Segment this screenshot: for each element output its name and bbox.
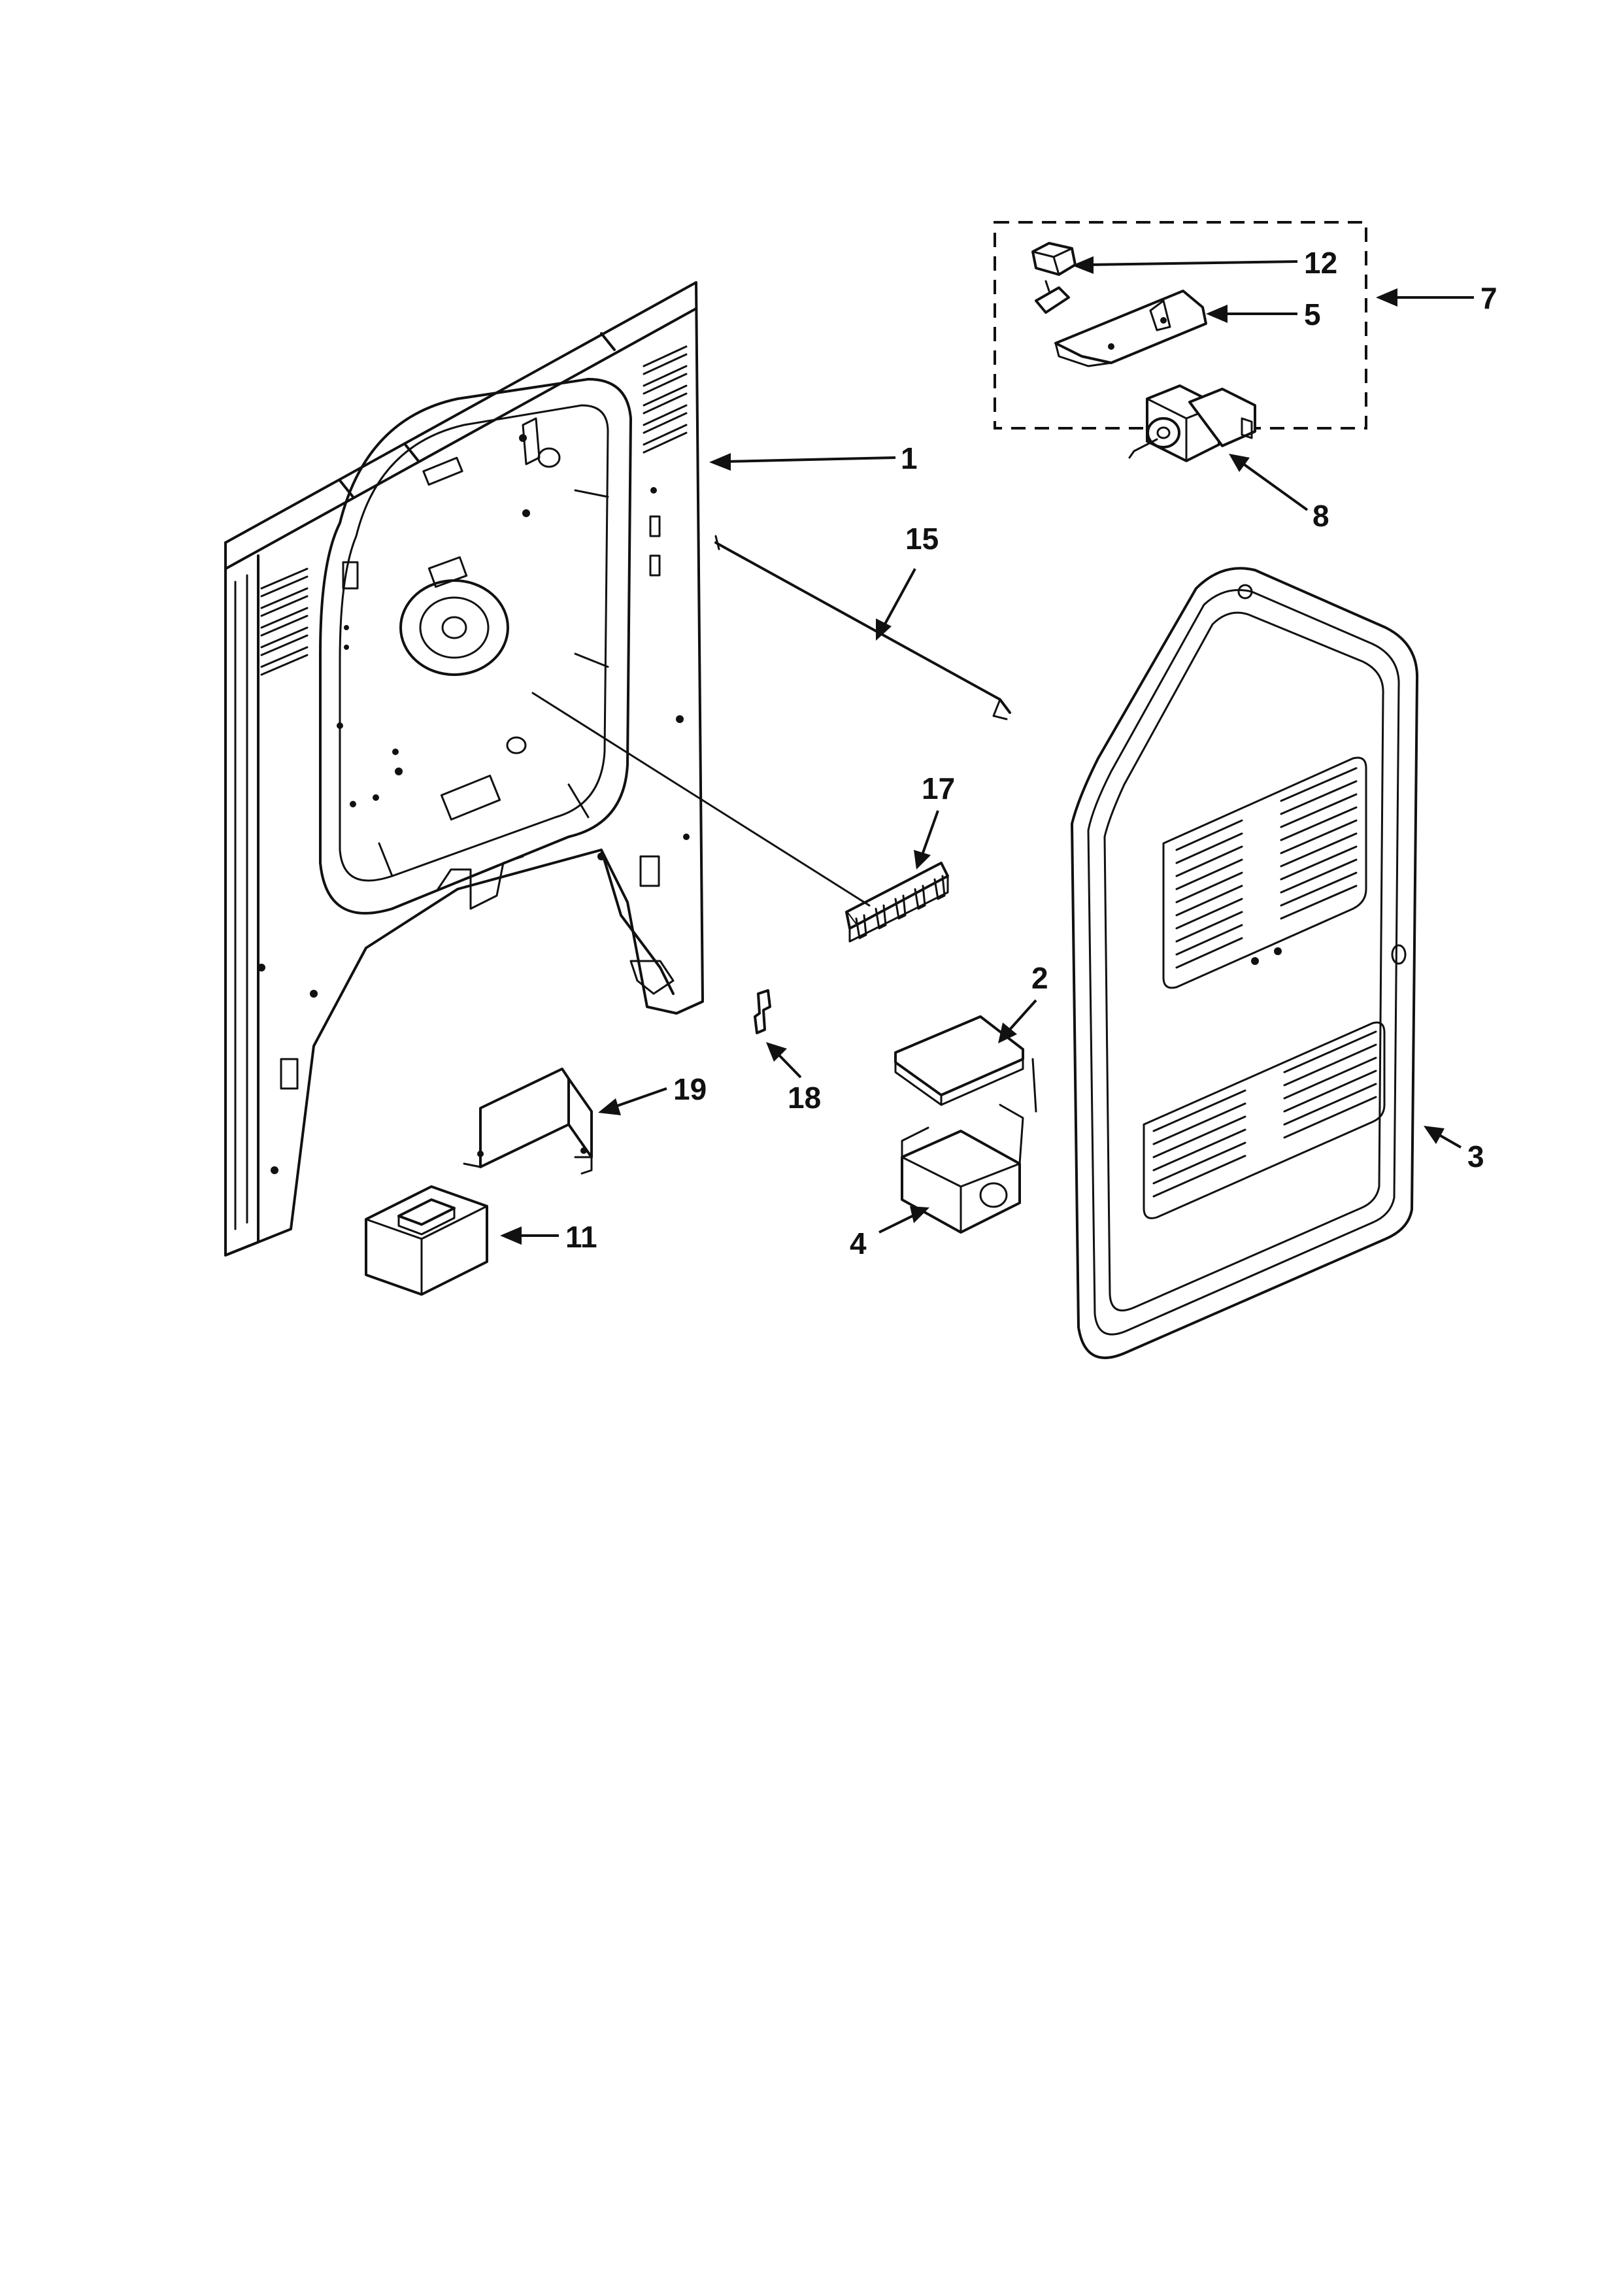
assembly-7-group — [994, 221, 1367, 462]
callout-2: 2 — [1031, 961, 1048, 995]
callout-labels: 1 15 17 12 5 7 8 2 18 19 11 4 3 — [565, 246, 1497, 1260]
callout-19: 19 — [673, 1072, 707, 1106]
part-19-bracket — [463, 1068, 593, 1175]
part-1-back-panel — [224, 281, 704, 1257]
callout-11: 11 — [565, 1220, 597, 1254]
callout-1: 1 — [901, 441, 918, 475]
callout-15: 15 — [905, 522, 939, 556]
part-3-cover-panel — [1071, 567, 1419, 1359]
part-17-terminal-block — [531, 692, 949, 943]
callout-4: 4 — [850, 1226, 867, 1260]
callout-5: 5 — [1304, 297, 1321, 331]
callout-7: 7 — [1480, 281, 1497, 315]
callout-8: 8 — [1312, 499, 1329, 533]
upper-grille-slots — [1175, 767, 1358, 969]
part-5-bracket — [1054, 290, 1207, 367]
part-12-switch — [1031, 242, 1077, 314]
part-8-solenoid — [1128, 384, 1256, 462]
part-2-plate — [894, 1015, 1024, 1106]
callout-18: 18 — [788, 1081, 821, 1115]
part-18-clip — [754, 989, 771, 1034]
callout-17: 17 — [922, 771, 955, 805]
leader-lines — [500, 256, 1474, 1245]
part-11-housing — [365, 1185, 488, 1296]
callout-12: 12 — [1304, 246, 1337, 280]
callout-3: 3 — [1467, 1140, 1484, 1173]
lower-grille-slots — [1152, 1030, 1377, 1198]
part-4-junction-box — [901, 1058, 1037, 1234]
part-15-rod — [714, 535, 1011, 720]
